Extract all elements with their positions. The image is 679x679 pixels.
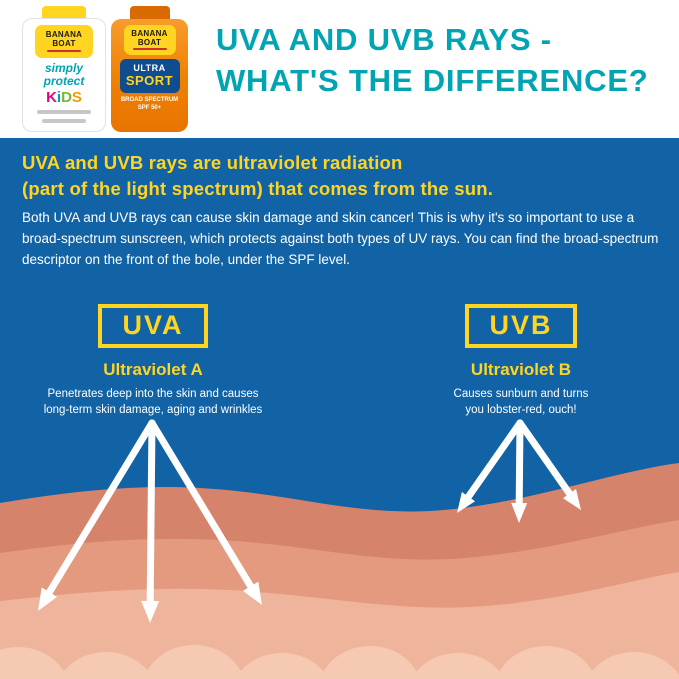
uva-arrows [38,419,262,623]
brand-text: BOAT [52,39,76,48]
headline-line-2: (part of the light spectrum) that comes … [22,177,494,199]
intro-body-text: Both UVA and UVB rays can cause skin dam… [22,210,659,267]
kids-wordmark: KiDS [46,89,82,107]
uva-column: UVA Ultraviolet A Penetrates deep into t… [28,304,278,419]
uvb-column: UVB Ultraviolet B Causes sunburn and tur… [396,304,646,419]
title-line-1: UVA AND UVB RAYS - [216,22,552,57]
title-line-2: WHAT'S THE DIFFERENCE? [216,62,649,98]
uvb-subtitle: Ultraviolet B [470,359,572,379]
uvb-badge: UVB [465,304,577,348]
page-title: UVA AND UVB RAYS - WHAT'S THE DIFFERENCE… [216,20,649,102]
fine-print-bar [37,110,91,115]
uvb-description: Causes sunburn and turns you lobster-red… [453,387,589,417]
fine-print-bar [42,119,86,124]
intro-headline: UVA and UVB rays are ultraviolet radiati… [22,150,493,202]
skin-diagram [0,419,679,679]
logo-underline [132,48,167,51]
bottle-cap [129,6,170,20]
bottle-label: BANANA BOAT ULTRA SPORT BROAD SPECTRUM S… [111,19,188,132]
brand-text: BANANA [131,28,168,38]
logo-underline [47,49,81,52]
banana-boat-logo: BANANA BOAT [123,25,176,55]
bottle-label: BANANA BOAT simply protect KiDS [22,18,106,132]
bottle-cap [42,6,86,19]
uva-description: Penetrates deep into the skin and causes… [43,387,263,417]
brand-text: BOAT [137,37,162,47]
product-name: simply protect [43,61,85,88]
ultra-sport-badge: ULTRA SPORT [119,59,180,93]
headline-line-1: UVA and UVB rays are ultraviolet radiati… [22,152,403,173]
uva-badge: UVA [98,304,208,348]
uva-subtitle: Ultraviolet A [103,359,203,379]
product-bottle-ultra-sport: BANANA BOAT ULTRA SPORT BROAD SPECTRUM S… [111,6,188,132]
header: BANANA BOAT simply protect KiDS [0,0,679,138]
banana-boat-logo: BANANA BOAT [35,25,93,58]
skin-layer-fat-cells [0,645,679,679]
uvb-arrows [457,419,581,523]
product-bottle-kids: BANANA BOAT simply protect KiDS [22,6,106,132]
brand-text: BANANA [45,30,83,40]
spf-text: BROAD SPECTRUM SPF 50+ [120,97,179,111]
main-content: UVA and UVB rays are ultraviolet radiati… [0,138,679,679]
